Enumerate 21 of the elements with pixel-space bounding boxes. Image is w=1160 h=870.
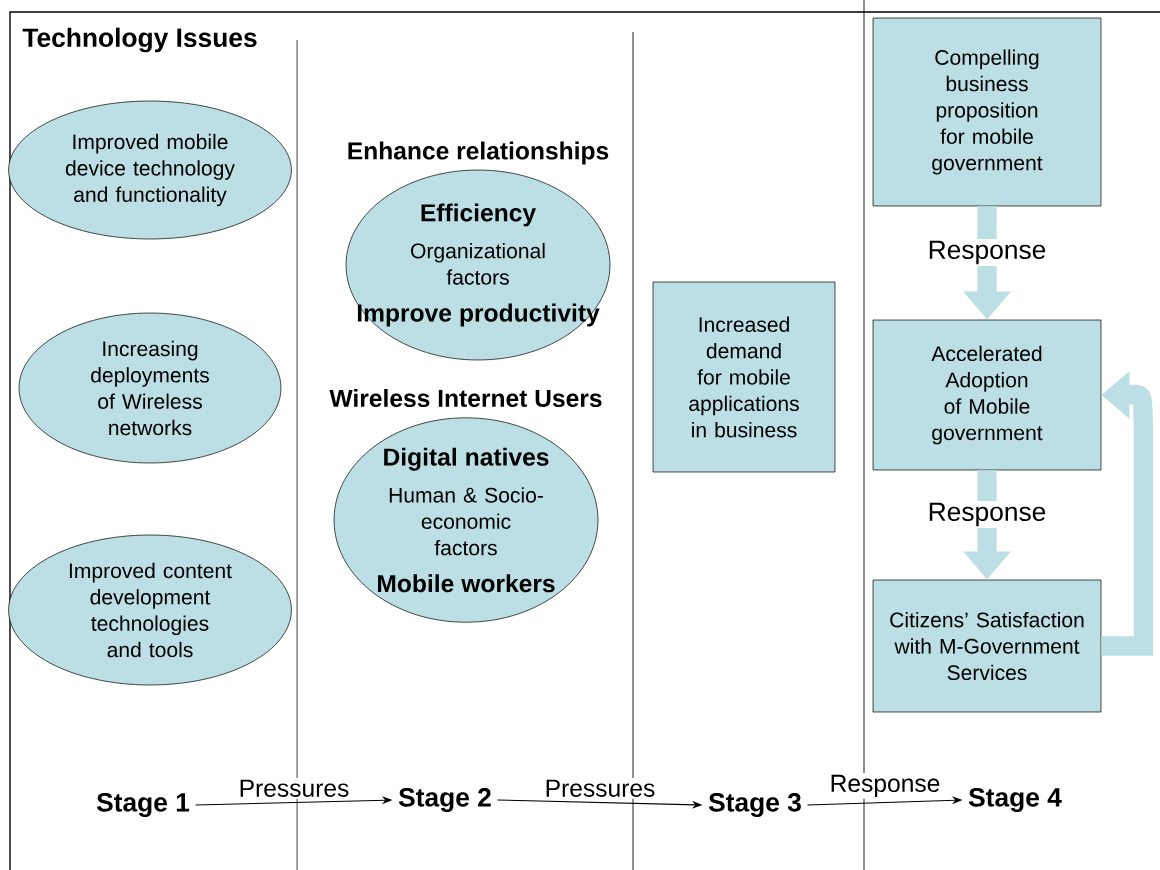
edge-label: Response <box>925 238 1049 266</box>
stage-label: Stage 4 <box>968 788 1062 812</box>
edge-label: Pressures <box>542 777 658 799</box>
ellipse-node: Efficiency Organizational factors Improve productivity <box>345 169 611 361</box>
stage-label: Stage 2 <box>398 788 491 812</box>
process-box: Compelling business proposition for mobile government <box>872 17 1102 207</box>
stage-label: Stage 3 <box>708 793 801 817</box>
arc-heading: Wireless Internet Users <box>329 388 602 408</box>
ellipse-node: Improved mobile device technology and functionality <box>8 100 292 240</box>
edge-label: Pressures <box>236 777 352 799</box>
process-box: Accelerated Adoption of Mobile government <box>872 319 1102 471</box>
process-box: Increased demand for mobile applications in business <box>652 281 836 473</box>
edge-label: Response <box>827 773 943 799</box>
edge-label: Response <box>925 500 1049 528</box>
ellipse-node: Digital natives Human & Socio-economic factors Mobile workers <box>333 417 599 623</box>
ellipse-node: Increasing deployments of Wireless networks <box>18 312 282 464</box>
stage-label: Stage 1 <box>96 793 190 817</box>
process-box: Citizens’ Satisfaction with M-Government Services <box>872 579 1102 713</box>
heading-text: Technology Issues <box>22 27 257 53</box>
ellipse-node: Improved content development technologies and tools <box>8 534 292 686</box>
arc-heading: Enhance relationships <box>348 141 609 165</box>
